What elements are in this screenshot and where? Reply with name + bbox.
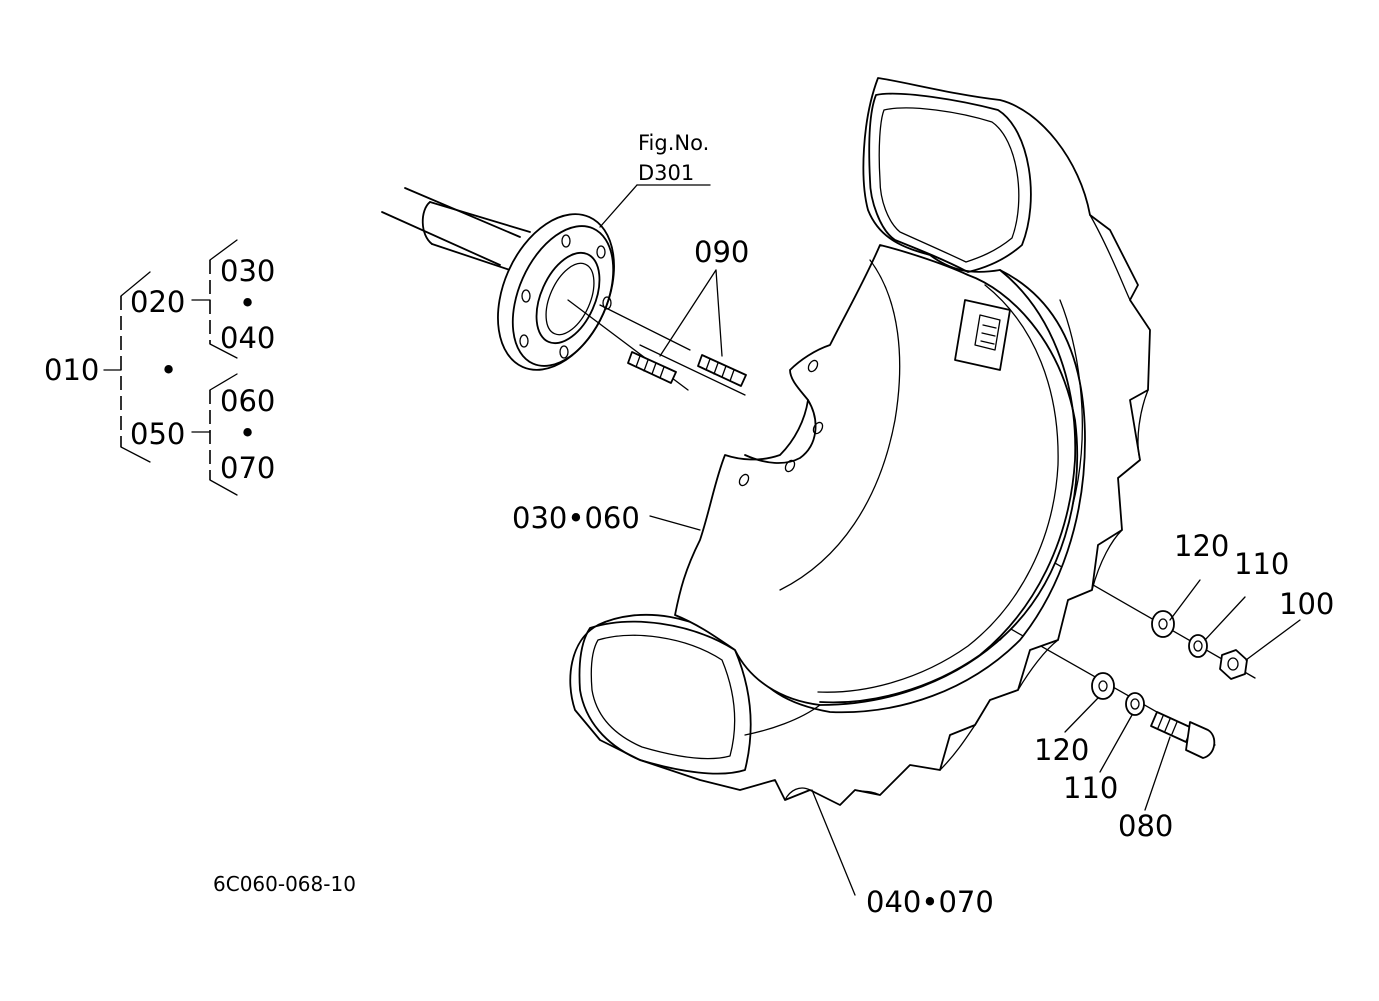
lock-washer-upper: [1188, 634, 1208, 658]
drawing-code: 6C060-068-10: [213, 872, 356, 896]
callout-bolt: 080: [1118, 809, 1173, 843]
tire-valve: [954, 299, 1011, 371]
callout-washer-lower: 120: [1034, 733, 1089, 767]
figure-ref-line2[interactable]: D301: [638, 161, 694, 185]
tree-group-a-bottom: 040: [220, 321, 275, 355]
callout-rim: 030•060: [512, 501, 640, 535]
tree-group-a-code: 020: [130, 285, 185, 319]
figure-ref-line1: Fig.No.: [638, 131, 709, 155]
callout-washer-upper: 120: [1174, 529, 1229, 563]
callout-tire: 040•070: [866, 885, 994, 919]
tree-group-a-top: 030: [220, 254, 275, 288]
tree-group-b-top: 060: [220, 384, 275, 418]
callout-lock-washer-upper: 110: [1234, 547, 1289, 581]
assembly-tree-brackets: [103, 239, 238, 496]
leader-lines: [599, 184, 1301, 896]
tree-group-b-bottom: 070: [220, 451, 275, 485]
callout-stud: 090: [694, 235, 749, 269]
lock-washer-lower: [1125, 692, 1145, 716]
nut: [1219, 649, 1248, 680]
stud-bolt-right: [697, 354, 747, 387]
washer-lower: [1091, 672, 1115, 700]
callout-lock-washer-lower: 110: [1063, 771, 1118, 805]
tree-group-b-separator: •: [239, 416, 256, 450]
hex-bolt: [1150, 711, 1216, 759]
hub-flange: [497, 213, 615, 371]
tree-root-code: 010: [44, 353, 99, 387]
stud-bolt-left: [627, 351, 677, 384]
callout-nut: 100: [1279, 587, 1334, 621]
washer-upper: [1151, 610, 1175, 638]
tree-root-separator: •: [160, 353, 177, 387]
tree-group-b-code: 050: [130, 417, 185, 451]
tree-group-a-separator: •: [239, 286, 256, 320]
axle-shaft: [381, 187, 531, 271]
